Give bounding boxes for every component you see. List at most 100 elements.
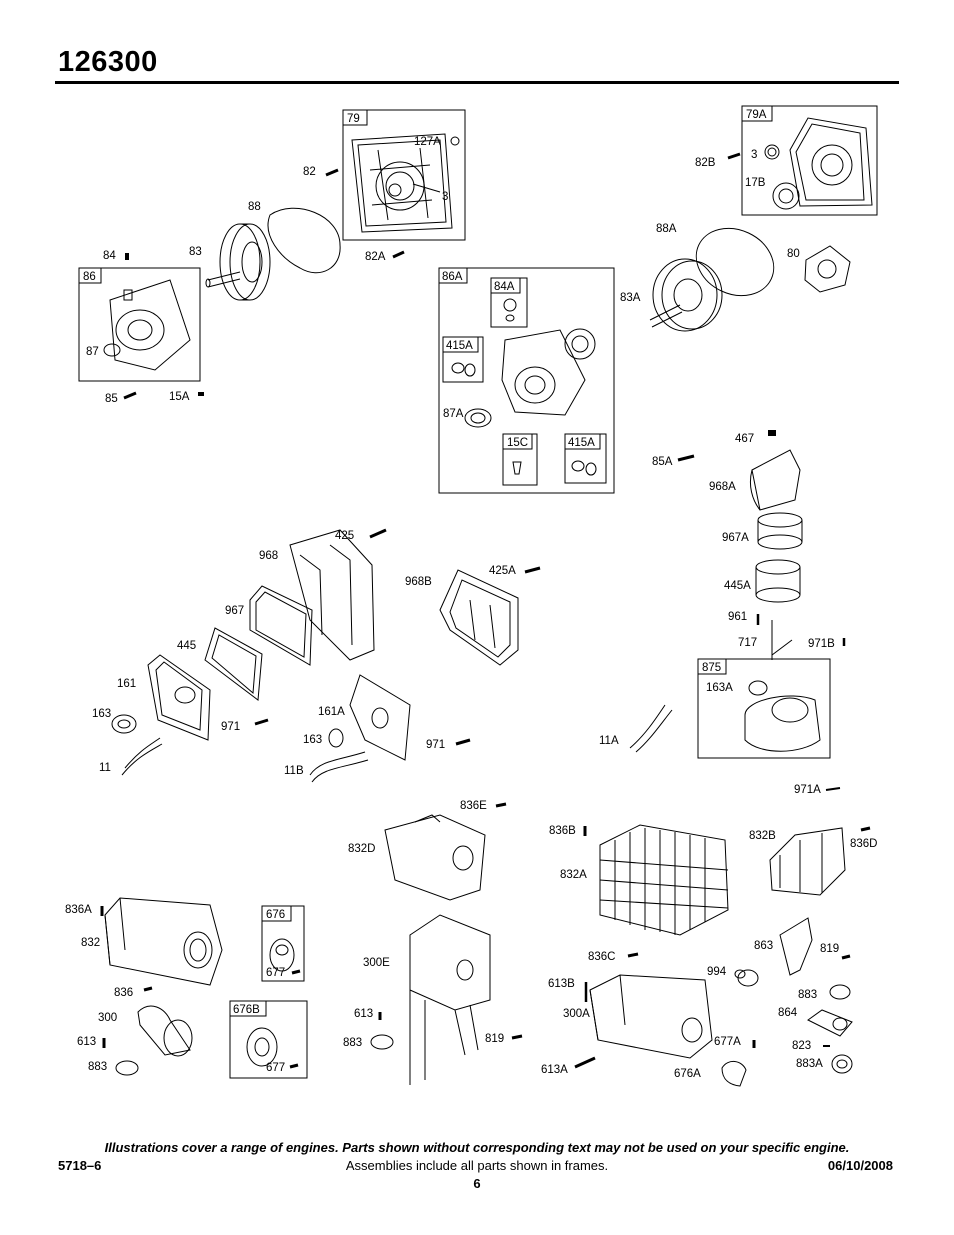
part-label: 163 <box>303 734 323 746</box>
frame-label: 875 <box>702 662 722 674</box>
guard-832B-icon <box>769 827 846 896</box>
gasket-88-icon <box>267 207 341 274</box>
part-label: 613B <box>548 978 575 990</box>
part-label: 819 <box>485 1033 505 1045</box>
part-label: 84 <box>103 250 116 262</box>
drum-83A-icon <box>649 258 723 332</box>
spark-arrester-994-icon <box>734 969 759 987</box>
frame-label: 676 <box>266 909 286 921</box>
part-label: 961 <box>728 611 748 623</box>
drum-83-icon <box>205 223 271 301</box>
frame-label: 415A <box>568 437 595 449</box>
element-967A-icon <box>757 512 803 550</box>
part-label: 994 <box>707 966 727 978</box>
part-label: 82 <box>303 166 316 178</box>
frame-label: 84A <box>494 281 515 293</box>
part-label: 82B <box>695 157 716 169</box>
part-label: 300 <box>98 1012 118 1024</box>
cover-86-icon <box>103 279 191 371</box>
part-label: 677A <box>714 1036 741 1048</box>
part-label: 163 <box>92 708 112 720</box>
part-label: 883 <box>343 1037 363 1049</box>
part-label: 88 <box>248 201 261 213</box>
part-label: 832B <box>749 830 776 842</box>
frame-boxes <box>78 105 878 1079</box>
part-label: 161 <box>117 678 137 690</box>
element-445A-icon <box>755 559 801 603</box>
part-label: 832D <box>348 843 376 855</box>
part-label: 883A <box>796 1058 823 1070</box>
part-label: 864 <box>778 1007 798 1019</box>
part-label: 11 <box>99 762 111 774</box>
part-label: 836E <box>460 800 487 812</box>
deflector-676A-icon <box>721 1061 747 1087</box>
base-161-icon <box>147 654 211 741</box>
muffler-300A-icon <box>589 974 713 1059</box>
elbow-300-icon <box>137 1005 193 1057</box>
cover-86A-icon <box>451 298 597 476</box>
part-label: 445A <box>724 580 751 592</box>
part-label: 971B <box>808 638 835 650</box>
frame-label: 79 <box>347 113 360 125</box>
element-445-icon <box>204 627 263 701</box>
part-label: 836A <box>65 904 92 916</box>
part-label: 3 <box>751 149 758 161</box>
frame-label: 86 <box>83 271 96 283</box>
part-label: 425A <box>489 565 516 577</box>
frame-label: 15C <box>507 437 529 449</box>
part-label: 425 <box>335 530 355 542</box>
part-label: 127A <box>414 136 441 148</box>
assemblies-note: Assemblies include all parts shown in fr… <box>345 1158 609 1173</box>
page-number: 6 <box>473 1176 481 1191</box>
part-label: 971 <box>221 721 241 733</box>
part-label: 613 <box>77 1036 97 1048</box>
part-label: 82A <box>365 251 386 263</box>
cover-968A-icon <box>749 449 801 511</box>
part-label: 613 <box>354 1008 374 1020</box>
guard-300E-icon <box>409 914 491 1085</box>
hardware-icons <box>100 152 871 1069</box>
part-label: 832 <box>81 937 101 949</box>
part-label: 967 <box>225 605 245 617</box>
part-label: 968A <box>709 481 736 493</box>
deflector-676B-icon <box>246 1027 278 1067</box>
part-label: 968B <box>405 576 432 588</box>
part-label: 717 <box>738 637 758 649</box>
part-label: 87 <box>86 346 99 358</box>
part-label: 87A <box>443 408 464 420</box>
tube-11B-icon <box>309 751 369 783</box>
part-label: 163A <box>706 682 733 694</box>
part-label: 11A <box>599 735 619 747</box>
part-label: 161A <box>318 706 345 718</box>
bracket-717-icon <box>771 620 793 660</box>
part-label: 968 <box>259 550 279 562</box>
doc-number: 5718–6 <box>58 1158 102 1173</box>
cover-79A-icon <box>764 117 873 210</box>
part-label: 300E <box>363 957 390 969</box>
gasket-883-icon <box>115 1060 139 1076</box>
part-label: 613A <box>541 1064 568 1076</box>
frame-label: 79A <box>746 109 767 121</box>
disclaimer: Illustrations cover a range of engines. … <box>104 1140 850 1155</box>
part-label: 83A <box>620 292 641 304</box>
title-rule <box>55 81 899 84</box>
part-label: 11B <box>284 765 304 777</box>
part-label: 677 <box>266 967 286 979</box>
gasket-883-c-icon <box>829 984 851 1000</box>
muffler-832-icon <box>104 897 223 986</box>
part-label: 819 <box>820 943 840 955</box>
tube-11-icon <box>121 737 163 776</box>
part-label: 836D <box>850 838 878 850</box>
frame-label: 676B <box>233 1004 260 1016</box>
model-number: 126300 <box>58 46 158 78</box>
part-label: 85 <box>105 393 118 405</box>
frame-label: 415A <box>446 340 473 352</box>
part-label: 677 <box>266 1062 286 1074</box>
part-label: 883 <box>798 989 818 1001</box>
part-label: 445 <box>177 640 197 652</box>
gasket-883-b-icon <box>370 1034 394 1050</box>
part-label: 971A <box>794 784 821 796</box>
revision-date: 06/10/2008 <box>827 1158 893 1173</box>
deflector-676-icon <box>269 938 295 972</box>
